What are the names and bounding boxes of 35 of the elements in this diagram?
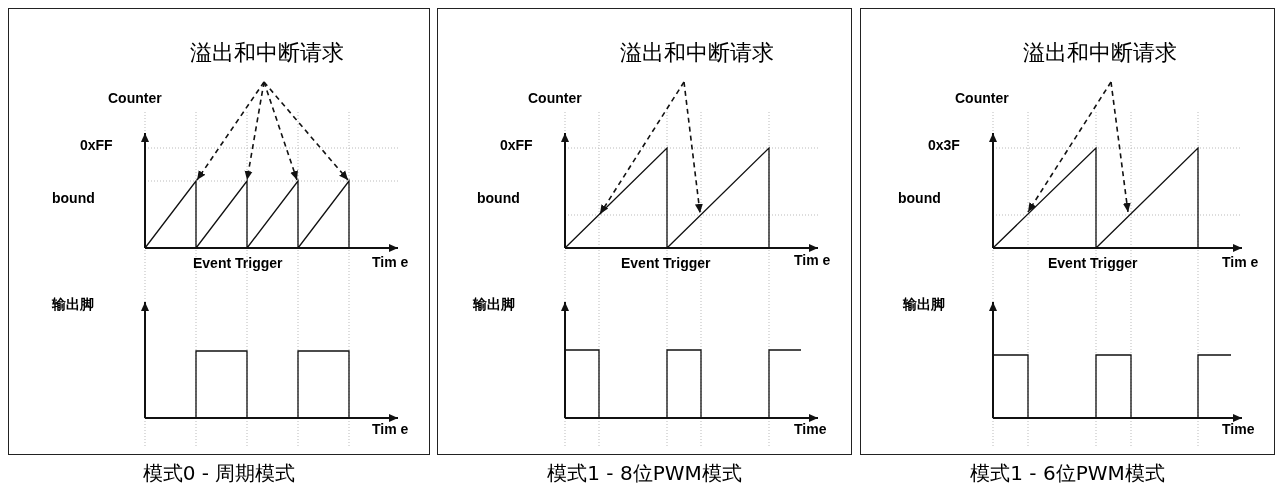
axis-label: 输出脚 [903,296,945,314]
axis-label: Counter [108,90,162,106]
leader-arrow [683,81,703,214]
axis-label: Tim e [794,252,831,268]
tick-label: 0xFF [500,137,533,153]
axis-label: 输出脚 [473,296,515,314]
panel-caption: 模式1 - 6位PWM模式 [969,460,1166,487]
leader-arrow [196,81,265,181]
leader-arrow [599,81,685,215]
axis-label: Time [794,421,827,437]
axis-label: 输出脚 [52,296,94,314]
sawtooth-waveform [564,146,770,249]
axis-label: Time [1222,421,1255,437]
panel-caption: 模式1 - 8位PWM模式 [546,460,743,487]
axis-label: Tim e [372,421,409,437]
annotation-title: 溢出和中断请求 [620,38,774,68]
axis-label: Tim e [1222,254,1259,270]
tick-label: 0x3F [928,137,960,153]
annotation-title: 溢出和中断请求 [1023,38,1177,68]
leader-arrow [1027,81,1112,213]
leader-arrow [263,81,298,181]
panel-caption: 模式0 - 周期模式 [141,460,297,487]
leader-arrow [1110,81,1131,213]
tick-label: bound [898,190,941,206]
sawtooth-waveform [144,179,350,249]
axis-label: Counter [528,90,582,106]
tick-label: bound [52,190,95,206]
tick-label: bound [477,190,520,206]
leader-arrow [244,81,265,181]
annotation-title: 溢出和中断请求 [190,38,344,68]
sawtooth-waveform [992,146,1199,249]
axis-label: Tim e [372,254,409,270]
leader-arrow [263,81,349,181]
axis-label: Counter [955,90,1009,106]
tick-label: 0xFF [80,137,113,153]
